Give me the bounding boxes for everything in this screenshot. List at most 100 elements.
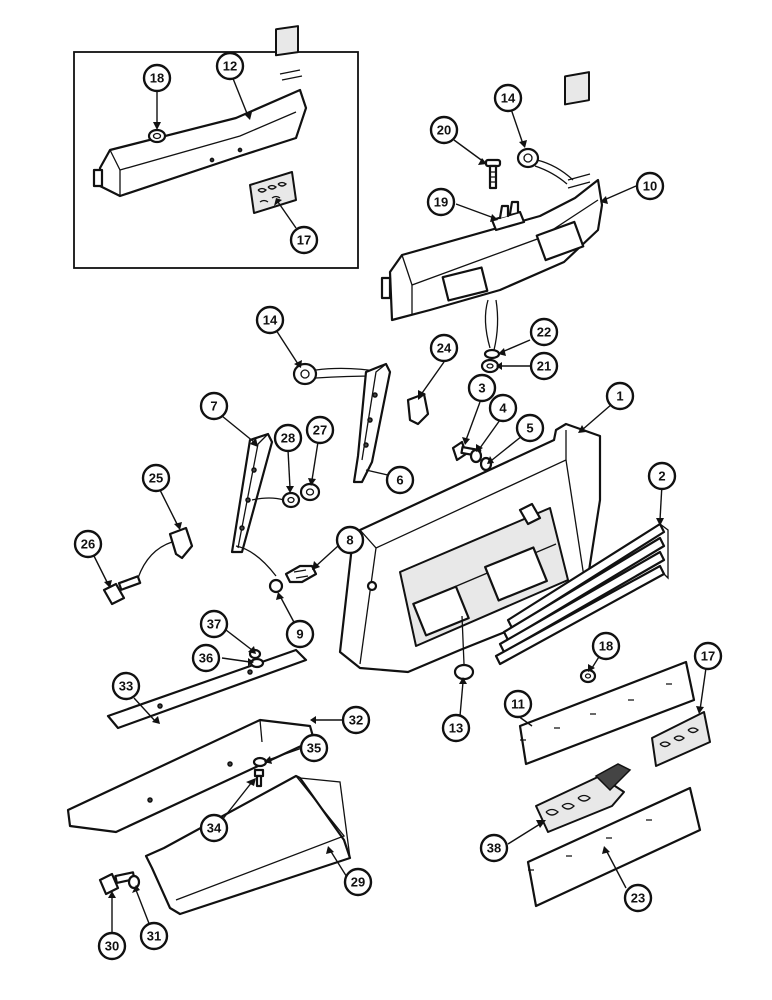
- svg-text:20: 20: [437, 123, 451, 138]
- svg-text:29: 29: [351, 875, 365, 890]
- svg-text:7: 7: [210, 399, 217, 414]
- support-bracket-6: [352, 362, 392, 484]
- callout-13: 13: [441, 713, 471, 743]
- callout-25: 25: [141, 463, 171, 493]
- svg-text:10: 10: [643, 179, 657, 194]
- svg-text:23: 23: [631, 891, 645, 906]
- callout-24: 24: [429, 333, 459, 363]
- callout-34: 34: [199, 813, 229, 843]
- callout-11: 11: [503, 689, 533, 719]
- support-bracket-7: [230, 432, 274, 554]
- callout-33: 33: [111, 671, 141, 701]
- callout-22: 22: [529, 317, 559, 347]
- inset-frame: [73, 51, 359, 269]
- front-frame: [338, 422, 602, 674]
- bolt-3: [451, 440, 482, 462]
- callout-8: 8: [335, 525, 365, 555]
- upper-weight-bar: [380, 71, 604, 322]
- callout-23: 23: [623, 883, 653, 913]
- svg-text:3: 3: [478, 381, 485, 396]
- svg-text:2: 2: [658, 469, 665, 484]
- callout-35: 35: [299, 733, 329, 763]
- svg-text:18: 18: [599, 639, 613, 654]
- callout-29: 29: [343, 867, 373, 897]
- bracket-19: [490, 200, 526, 232]
- svg-text:6: 6: [396, 473, 403, 488]
- svg-text:24: 24: [437, 341, 452, 356]
- callout-1: 1: [605, 381, 635, 411]
- washer-22: [483, 348, 501, 360]
- svg-text:4: 4: [499, 401, 507, 416]
- svg-text:32: 32: [349, 713, 363, 728]
- svg-text:17: 17: [701, 649, 715, 664]
- svg-text:18: 18: [150, 71, 164, 86]
- fitting-8: [284, 564, 318, 584]
- emblem-17-right: [651, 711, 711, 767]
- callout-31: 31: [139, 921, 169, 951]
- bolt-30: [98, 871, 136, 896]
- plate-23: [526, 786, 702, 908]
- svg-text:22: 22: [537, 325, 551, 340]
- callout-7: 7: [199, 391, 229, 421]
- callout-28: 28: [273, 423, 303, 453]
- leader-lines: [93, 75, 707, 934]
- skid-plate-29: [144, 774, 352, 916]
- callout-18-inset: 18: [142, 63, 172, 93]
- washer-9: [268, 578, 284, 594]
- callout-14-left: 14: [255, 305, 285, 335]
- callout-14-top: 14: [493, 83, 523, 113]
- callout-9: 9: [285, 619, 315, 649]
- callout-19: 19: [426, 187, 456, 217]
- callout-27: 27: [305, 415, 335, 445]
- svg-text:8: 8: [346, 533, 353, 548]
- svg-text:17: 17: [297, 233, 311, 248]
- bolt-26: [102, 575, 142, 606]
- svg-text:12: 12: [223, 59, 237, 74]
- nut-14-left: [292, 362, 318, 386]
- grille-bars: [494, 522, 669, 666]
- callout-17-right: 17: [693, 641, 723, 671]
- nut-14-upper: [516, 147, 540, 169]
- callout-3: 3: [467, 373, 497, 403]
- callout-36: 36: [191, 643, 221, 673]
- callout-2: 2: [647, 461, 677, 491]
- callout-4: 4: [488, 393, 518, 423]
- svg-text:11: 11: [511, 697, 525, 712]
- svg-text:38: 38: [487, 841, 501, 856]
- svg-text:37: 37: [207, 617, 221, 632]
- bolt-20: [484, 158, 502, 190]
- svg-text:14: 14: [501, 91, 516, 106]
- callout-38: 38: [479, 833, 509, 863]
- svg-text:36: 36: [199, 651, 213, 666]
- inset-weight-bar: [92, 25, 308, 198]
- svg-text:14: 14: [263, 313, 278, 328]
- plug-13: [453, 663, 475, 681]
- strip-33: [106, 648, 308, 730]
- svg-text:33: 33: [119, 679, 133, 694]
- svg-text:31: 31: [147, 929, 161, 944]
- svg-text:21: 21: [537, 359, 551, 374]
- emblem-38: [535, 763, 632, 833]
- nut-27: [299, 482, 321, 502]
- callout-17-inset: 17: [289, 225, 319, 255]
- svg-text:5: 5: [526, 421, 533, 436]
- inset-nut: [147, 128, 167, 144]
- bracket-25: [168, 526, 194, 560]
- washer-28: [281, 491, 301, 509]
- svg-text:26: 26: [81, 537, 95, 552]
- callout-12: 12: [215, 51, 245, 81]
- callout-5: 5: [515, 413, 545, 443]
- svg-text:35: 35: [307, 741, 321, 756]
- svg-text:25: 25: [149, 471, 163, 486]
- washer-31: [127, 874, 141, 890]
- nut-21: [480, 358, 500, 374]
- callout-32: 32: [341, 705, 371, 735]
- callout-26: 26: [73, 529, 103, 559]
- svg-text:19: 19: [434, 195, 448, 210]
- svg-text:13: 13: [449, 721, 463, 736]
- inset-emblem: [249, 171, 297, 214]
- bolt-34: [253, 768, 265, 788]
- svg-text:34: 34: [207, 821, 222, 836]
- nut-36: [249, 657, 265, 669]
